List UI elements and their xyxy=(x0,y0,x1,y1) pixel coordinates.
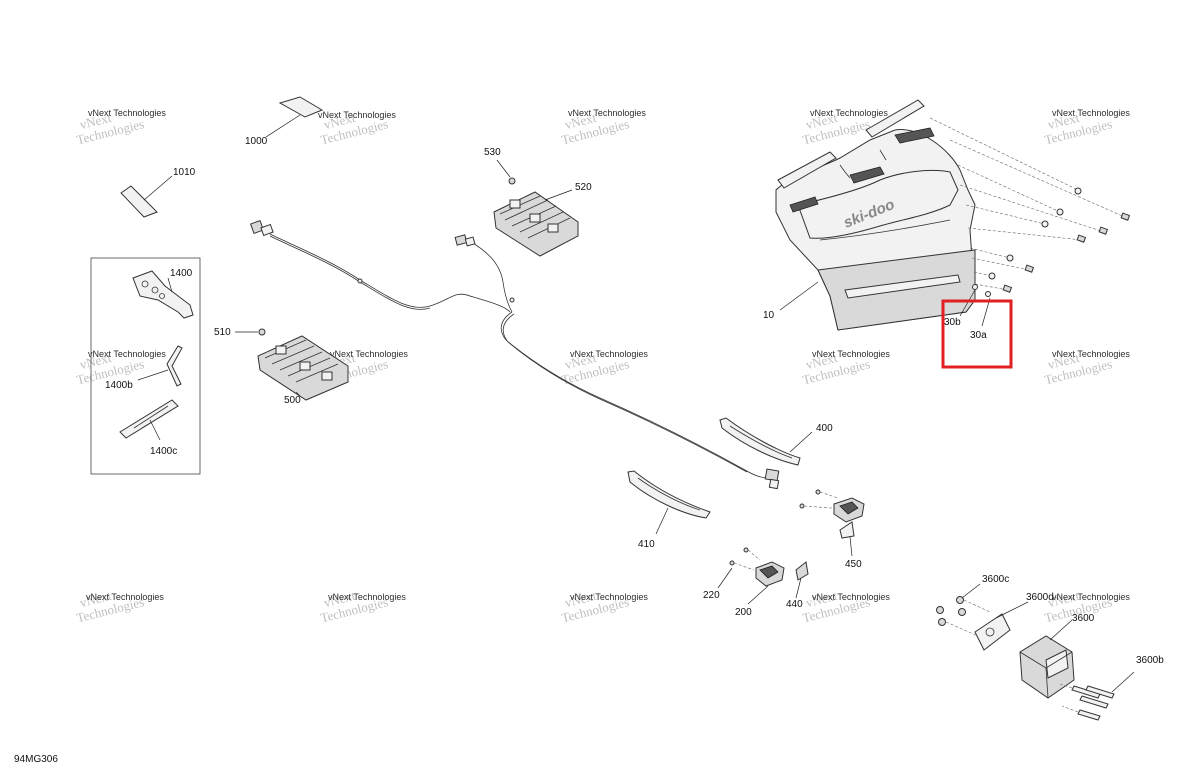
label-530: 530 xyxy=(484,147,501,158)
label-1400c: 1400c xyxy=(150,446,177,457)
diagram-code: 94MG306 xyxy=(14,754,58,765)
watermark-caption: vNext Technologies xyxy=(88,108,166,118)
watermark: vNext Technologies xyxy=(560,588,631,626)
decal-1000[interactable] xyxy=(265,96,324,138)
watermark: vNext Technologies xyxy=(801,588,872,626)
fasteners-30[interactable] xyxy=(929,117,1131,327)
watermark-caption: vNext Technologies xyxy=(1052,108,1130,118)
label-200: 200 xyxy=(735,607,752,618)
hitch-bolts-3600b[interactable] xyxy=(1059,671,1135,721)
label-1400: 1400 xyxy=(170,268,193,279)
label-10: 10 xyxy=(763,310,775,321)
watermark-caption: vNext Technologies xyxy=(86,592,164,602)
rear-bumper-10[interactable] xyxy=(775,99,976,331)
label-1010: 1010 xyxy=(173,167,196,178)
hitch-plate-3600d[interactable] xyxy=(974,601,1029,651)
label-440: 440 xyxy=(786,599,803,610)
watermark-caption: vNext Technologies xyxy=(1052,349,1130,359)
label-3600: 3600 xyxy=(1072,613,1095,624)
watermarks: vNext Technologies vNext Technologies vN… xyxy=(75,108,1131,626)
watermark-caption: vNext Technologies xyxy=(330,349,408,359)
watermark-caption: vNext Technologies xyxy=(812,592,890,602)
light-200[interactable] xyxy=(747,561,785,605)
hitch-bolts-3600c[interactable] xyxy=(936,583,991,637)
label-30a: 30a xyxy=(970,330,987,341)
label-3600c: 3600c xyxy=(982,574,1009,585)
watermark-caption: vNext Technologies xyxy=(318,110,396,120)
label-400: 400 xyxy=(816,423,833,434)
watermark-caption: vNext Technologies xyxy=(1052,592,1130,602)
bolt-510[interactable] xyxy=(235,328,266,336)
label-410: 410 xyxy=(638,539,655,550)
tool-kit-box xyxy=(90,257,201,475)
reflector-410[interactable] xyxy=(627,470,711,535)
tail-light-assembly[interactable] xyxy=(799,489,865,557)
hitch-receiver-3600[interactable] xyxy=(1019,619,1075,699)
label-220: 220 xyxy=(703,590,720,601)
highlight-box xyxy=(941,299,1013,369)
label-500: 500 xyxy=(284,395,301,406)
label-3600d: 3600d xyxy=(1026,592,1054,603)
watermark-caption: vNext Technologies xyxy=(570,592,648,602)
label-510: 510 xyxy=(214,327,231,338)
bolt-220[interactable] xyxy=(717,547,761,589)
label-30b: 30b xyxy=(944,317,961,328)
bolt-530[interactable] xyxy=(496,159,516,185)
wrench-1400[interactable] xyxy=(132,270,194,319)
watermark-caption: vNext Technologies xyxy=(88,349,166,359)
label-520: 520 xyxy=(575,182,592,193)
watermark: vNext Technologies xyxy=(75,588,146,626)
label-3600b: 3600b xyxy=(1136,655,1164,666)
watermark-caption: vNext Technologies xyxy=(810,108,888,118)
reflector-400[interactable] xyxy=(719,417,813,466)
watermark-caption: vNext Technologies xyxy=(328,592,406,602)
label-1000: 1000 xyxy=(245,136,268,147)
module-500[interactable] xyxy=(257,335,349,401)
watermark: vNext Technologies xyxy=(319,588,390,626)
module-520[interactable] xyxy=(493,189,579,257)
wiring-harness[interactable] xyxy=(249,219,780,490)
decal-1010[interactable] xyxy=(120,175,173,218)
watermark-caption: vNext Technologies xyxy=(812,349,890,359)
lens-440[interactable] xyxy=(795,561,809,599)
watermark-caption: vNext Technologies xyxy=(568,108,646,118)
label-450: 450 xyxy=(845,559,862,570)
hex-key-1400b[interactable] xyxy=(137,345,183,387)
wrench-1400c[interactable] xyxy=(119,399,179,441)
watermark-caption: vNext Technologies xyxy=(570,349,648,359)
label-1400b: 1400b xyxy=(105,380,133,391)
